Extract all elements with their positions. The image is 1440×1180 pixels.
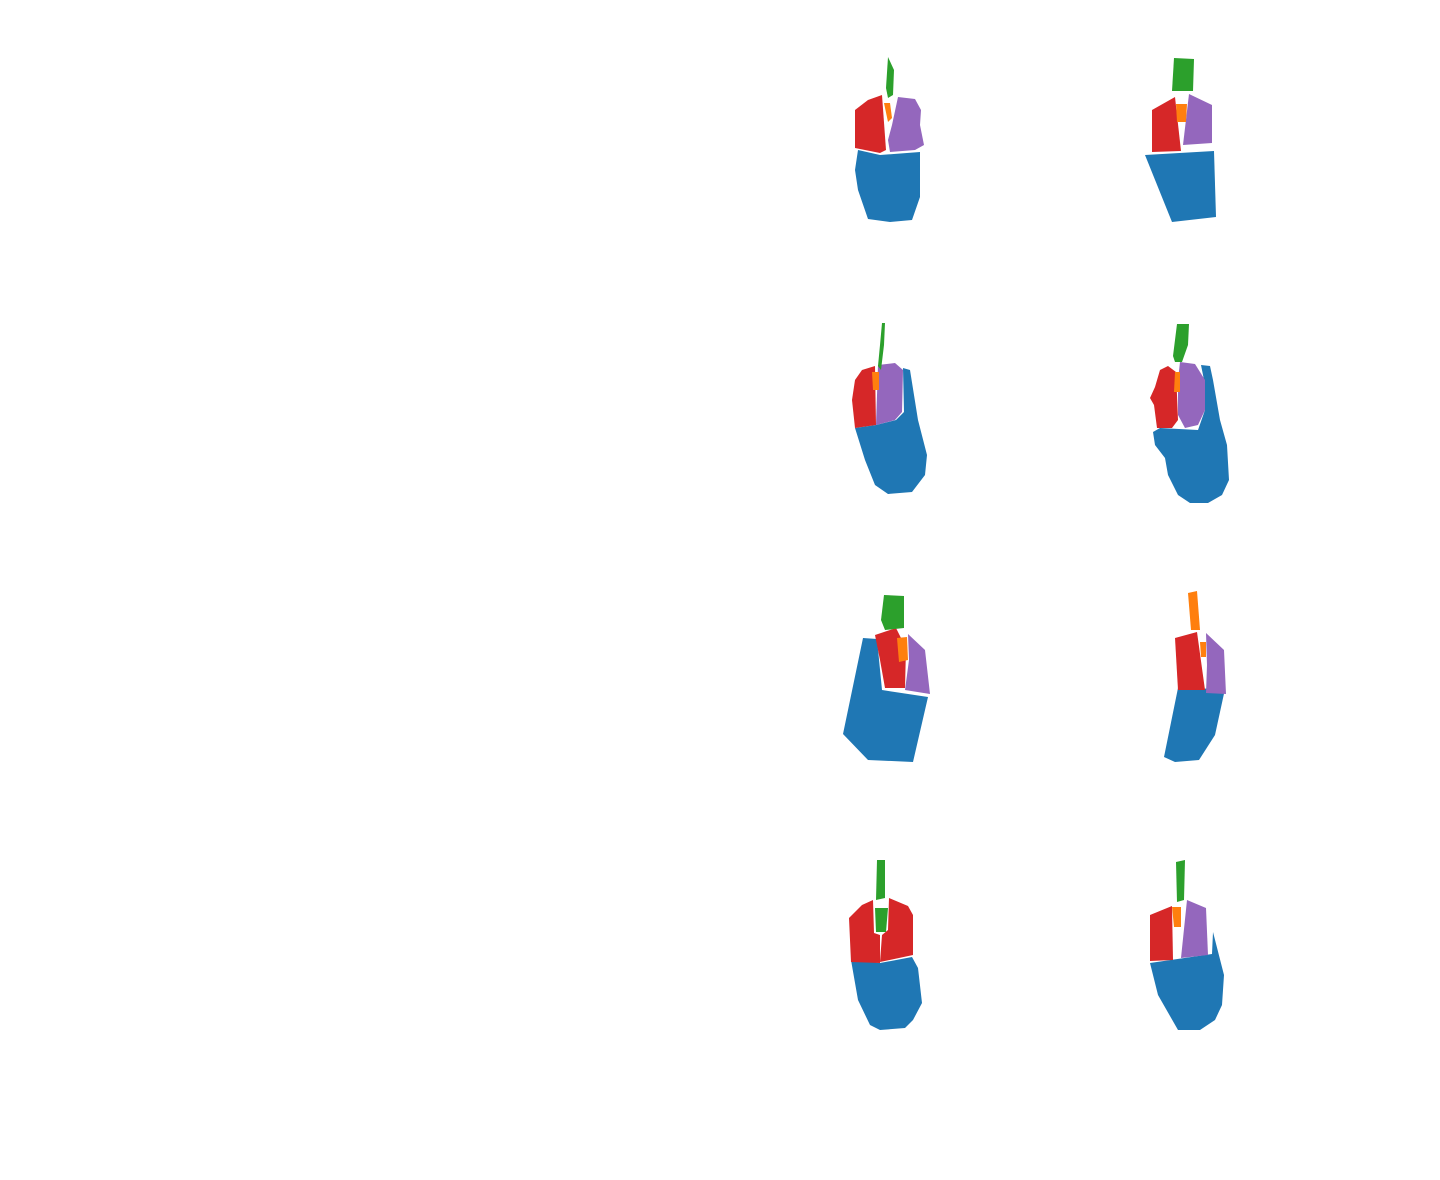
- hand-mask-row2-col2: [1150, 324, 1229, 503]
- orange-segment: [884, 103, 892, 122]
- orange-segment: [1176, 104, 1187, 122]
- blue-segment: [855, 368, 927, 494]
- hand-mask-row4-col1: [849, 860, 922, 1030]
- purple-segment: [1206, 633, 1226, 694]
- hand-mask-row1-col2: [1145, 58, 1216, 222]
- blue-segment: [1150, 932, 1224, 1030]
- green-segment: [881, 595, 904, 630]
- hand-mask-row1-col1: [855, 57, 924, 222]
- orange-segment: [1172, 907, 1181, 927]
- purple-segment: [888, 97, 924, 152]
- red-segment: [855, 95, 886, 153]
- red-segment: [1150, 906, 1173, 961]
- blue-segment: [843, 638, 928, 762]
- green-segment: [878, 323, 885, 370]
- orange-segment-top: [1188, 591, 1200, 630]
- purple-segment: [1178, 362, 1205, 428]
- purple-segment: [1181, 900, 1208, 958]
- green-segment: [875, 908, 888, 932]
- blue-segment: [1145, 151, 1216, 222]
- green-segment: [1172, 58, 1194, 91]
- green-segment-top: [876, 860, 885, 900]
- purple-segment: [905, 634, 930, 694]
- blue-segment: [851, 957, 922, 1030]
- blue-segment: [1153, 365, 1229, 503]
- hand-mask-row4-col2: [1150, 860, 1224, 1030]
- orange-segment: [1200, 642, 1206, 657]
- blue-segment: [855, 150, 920, 222]
- green-segment: [1176, 860, 1185, 902]
- red-segment: [852, 366, 876, 428]
- red-segment: [1150, 366, 1178, 428]
- purple-segment: [876, 363, 903, 425]
- orange-segment: [1174, 372, 1180, 392]
- orange-segment: [872, 372, 879, 390]
- red-segment-right: [880, 898, 913, 962]
- hand-mask-row3-col2: [1164, 591, 1226, 762]
- purple-segment: [1183, 94, 1212, 145]
- red-segment: [1175, 632, 1205, 690]
- hand-mask-row2-col1: [852, 323, 927, 494]
- green-segment: [886, 57, 894, 98]
- red-segment: [1152, 97, 1181, 152]
- blue-segment: [1164, 688, 1225, 762]
- hand-mask-row3-col1: [843, 595, 930, 762]
- green-segment: [1173, 324, 1189, 362]
- orange-segment: [897, 637, 908, 662]
- red-segment-left: [849, 900, 880, 963]
